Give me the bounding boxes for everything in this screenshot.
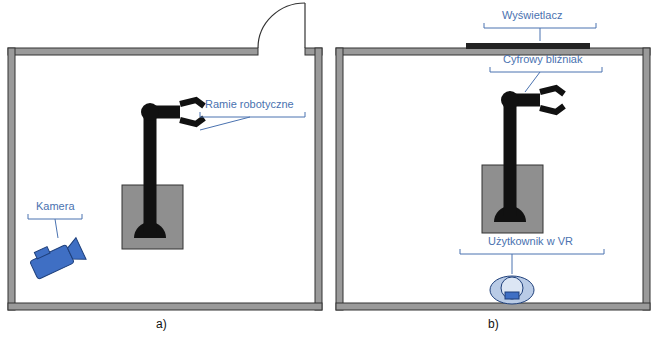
callouts-b [460,23,604,274]
part-label: Cyfrowy bliźniak [503,53,582,66]
vr-user [490,276,534,304]
part-label: Kamera [36,200,75,213]
robot-arm [122,100,204,249]
callouts-a [28,112,305,238]
door [258,3,305,48]
part-label: Ramie robotyczne [205,98,294,111]
part-label: Wyświetlacz [502,9,562,22]
room-b [336,48,650,310]
part-label: Użytkownik w VR [488,235,573,248]
digital-twin [482,88,564,233]
panel-label: a) [156,318,167,331]
panel-label: b) [488,318,499,331]
room-a [8,48,322,310]
display [466,43,590,49]
camera [27,234,86,281]
